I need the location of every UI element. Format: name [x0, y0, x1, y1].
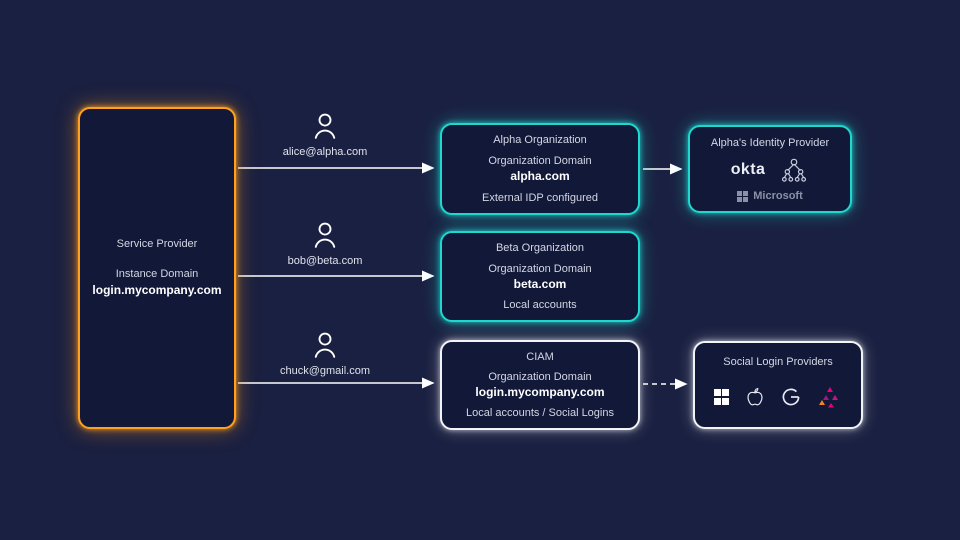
directory-tree-icon: [782, 158, 807, 182]
alpha-organization-box: Alpha Organization Organization Domain a…: [440, 123, 640, 215]
user-alice: alice@alpha.com: [240, 111, 410, 158]
org-domain-value: beta.com: [513, 276, 567, 291]
org-note: Local accounts / Social Logins: [466, 407, 614, 419]
social-triangle-icon: [819, 387, 839, 408]
org-title: CIAM: [526, 351, 554, 363]
identity-provider-box: Alpha's Identity Provider okta: [688, 125, 852, 213]
ciam-organization-box: CIAM Organization Domain login.mycompany…: [440, 340, 640, 430]
org-domain-label: Organization Domain: [488, 371, 592, 383]
org-title: Beta Organization: [495, 242, 585, 254]
instance-domain-value: login.mycompany.com: [92, 283, 222, 297]
org-domain-label: Organization Domain: [488, 262, 592, 275]
microsoft-grid-icon: [713, 389, 730, 405]
user-chuck: chuck@gmail.com: [240, 330, 410, 377]
user-email: alice@alpha.com: [282, 146, 368, 158]
social-providers-box: Social Login Providers: [693, 341, 863, 429]
org-title: Alpha Organization: [493, 134, 587, 146]
person-icon: [314, 222, 336, 248]
user-email: chuck@gmail.com: [279, 365, 371, 377]
instance-domain-label: Instance Domain: [115, 267, 199, 280]
google-icon: [782, 388, 800, 406]
org-domain-label: Organization Domain: [488, 155, 592, 167]
person-icon: [314, 113, 336, 139]
social-title: Social Login Providers: [723, 356, 833, 368]
microsoft-label: Microsoft: [753, 190, 803, 202]
org-note: External IDP configured: [482, 192, 598, 204]
org-note: Local accounts: [503, 299, 577, 311]
microsoft-logo: Microsoft: [737, 190, 803, 202]
user-email: bob@beta.com: [287, 255, 363, 267]
service-provider-box: Service Provider Instance Domain login.m…: [78, 107, 236, 429]
microsoft-grid-icon: [737, 190, 749, 202]
org-domain-value: alpha.com: [510, 169, 570, 183]
org-domain-value: login.mycompany.com: [475, 385, 605, 399]
service-provider-title: Service Provider: [116, 238, 198, 251]
person-icon: [314, 332, 336, 358]
idp-title: Alpha's Identity Provider: [710, 137, 830, 149]
beta-organization-box: Beta Organization Organization Domain be…: [440, 231, 640, 322]
user-bob: bob@beta.com: [240, 220, 410, 267]
okta-logo: okta: [730, 160, 766, 178]
apple-icon: [747, 387, 763, 406]
